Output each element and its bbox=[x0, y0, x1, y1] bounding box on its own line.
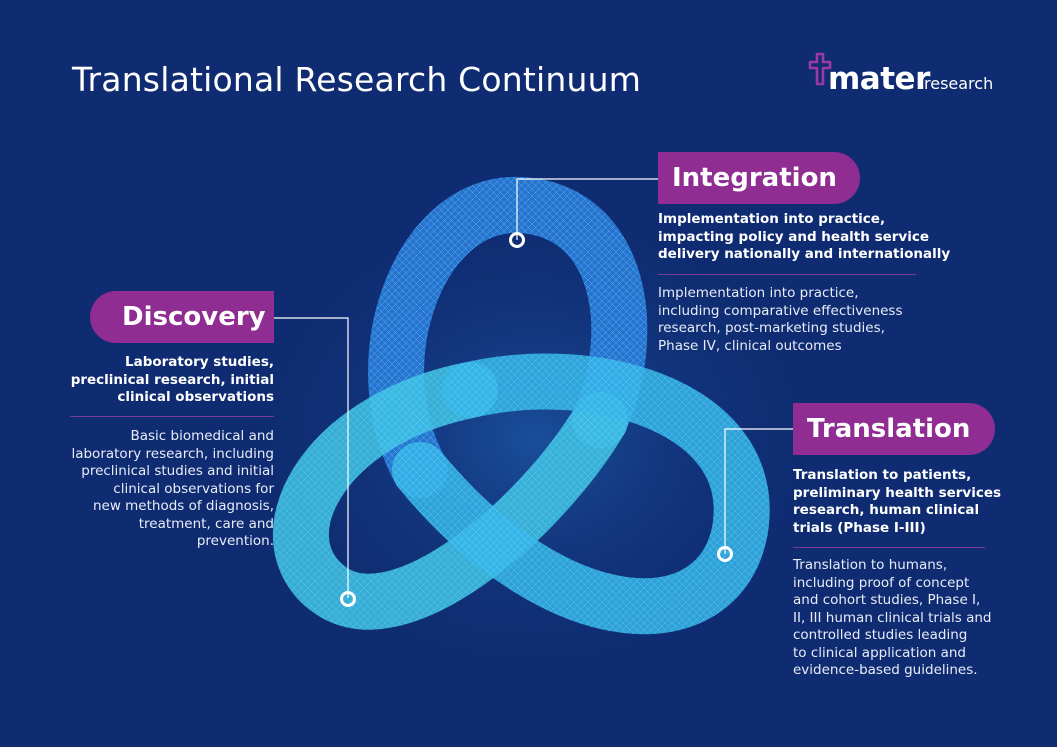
discovery-summary: Laboratory studies, preclinical research… bbox=[70, 354, 274, 405]
integration-divider bbox=[658, 274, 916, 275]
mater-research-logo: mater research bbox=[808, 52, 998, 102]
integration-label-pill: Integration bbox=[658, 152, 860, 204]
knot-loop-right-mesh bbox=[392, 353, 770, 635]
discovery-marker bbox=[340, 591, 356, 607]
translation-detail: Translation to humans, including proof o… bbox=[793, 557, 992, 678]
translation-summary: Translation to patients, preliminary hea… bbox=[793, 467, 1002, 536]
translation-divider bbox=[793, 547, 985, 548]
integration-detail: Implementation into practice, including … bbox=[658, 285, 903, 354]
plus-cross-icon bbox=[808, 52, 832, 86]
integration-summary: Implementation into practice, impacting … bbox=[658, 211, 951, 262]
integration-label: Integration bbox=[672, 163, 837, 193]
translation-label-pill: Translation bbox=[793, 403, 995, 455]
integration-connector bbox=[516, 178, 658, 240]
translation-marker bbox=[717, 546, 733, 562]
integration-marker bbox=[509, 232, 525, 248]
discovery-label: Discovery bbox=[122, 302, 266, 332]
discovery-connector bbox=[274, 317, 349, 598]
translation-label: Translation bbox=[807, 414, 971, 444]
discovery-detail: Basic biomedical and laboratory research… bbox=[71, 428, 274, 549]
knot-loop-top-mesh bbox=[368, 177, 648, 498]
logo-subtitle: research bbox=[924, 74, 994, 93]
translation-connector bbox=[724, 428, 793, 554]
logo-wordmark: mater bbox=[828, 61, 930, 97]
discovery-label-pill: Discovery bbox=[90, 291, 274, 343]
page-title: Translational Research Continuum bbox=[72, 60, 642, 99]
knot-loop-left-mesh bbox=[273, 362, 628, 630]
discovery-divider bbox=[70, 416, 274, 417]
